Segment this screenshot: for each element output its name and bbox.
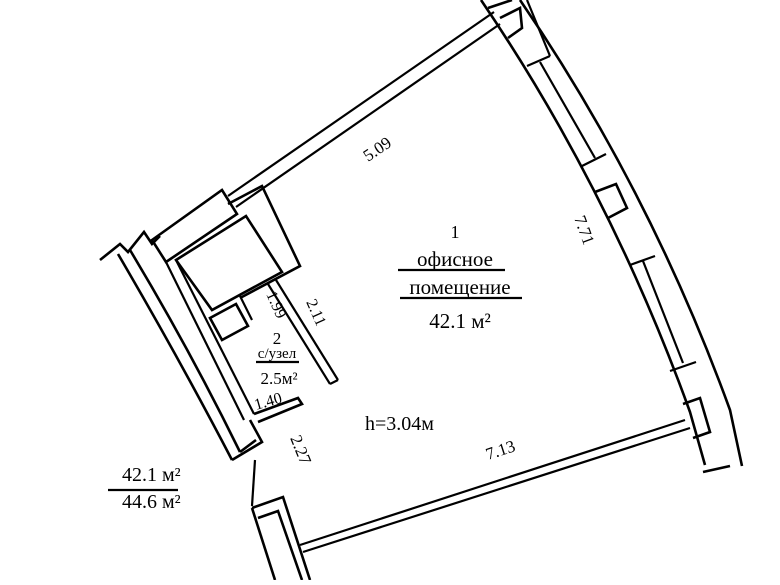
room-2-area: 2.5м² <box>260 369 297 388</box>
dimension-top-wall: 5.09 <box>360 133 395 165</box>
left-lower-wall <box>250 495 312 581</box>
area-totals: 42.1 м² 44.6 м² <box>108 464 181 513</box>
room-1-number: 1 <box>451 222 460 242</box>
top-wall <box>227 11 501 208</box>
dimension-bathroom-outer: 2.11 <box>302 297 329 329</box>
room-1-label: 1 офисное помещение 42.1 м² <box>398 222 522 333</box>
room-2-number: 2 <box>273 329 282 348</box>
total-living-area: 42.1 м² <box>122 464 181 486</box>
bottom-wall <box>299 418 691 554</box>
room-2-name: с/узел <box>258 346 297 362</box>
ceiling-height: h=3.04м <box>365 413 434 435</box>
shaft-block <box>150 184 302 342</box>
dimension-bathroom-width: 1.40 <box>252 390 284 414</box>
dimension-bottom-wall: 7.13 <box>483 437 517 464</box>
room-1-name-line1: офисное <box>417 247 493 271</box>
room-1-name-line2: помещение <box>409 275 510 299</box>
total-area: 44.6 м² <box>122 491 181 513</box>
room-1-area: 42.1 м² <box>429 309 491 333</box>
bathroom-partition <box>165 259 339 424</box>
window-1 <box>525 0 607 167</box>
dimension-right-wall: 7.71 <box>570 213 598 247</box>
dimension-entry-wall: 2.27 <box>286 432 315 467</box>
left-exterior-wall <box>99 229 264 462</box>
window-2 <box>629 254 697 373</box>
room-2-label: 2 с/узел 2.5м² <box>256 329 299 388</box>
door-line <box>250 459 257 507</box>
right-exterior-wall <box>479 0 744 474</box>
